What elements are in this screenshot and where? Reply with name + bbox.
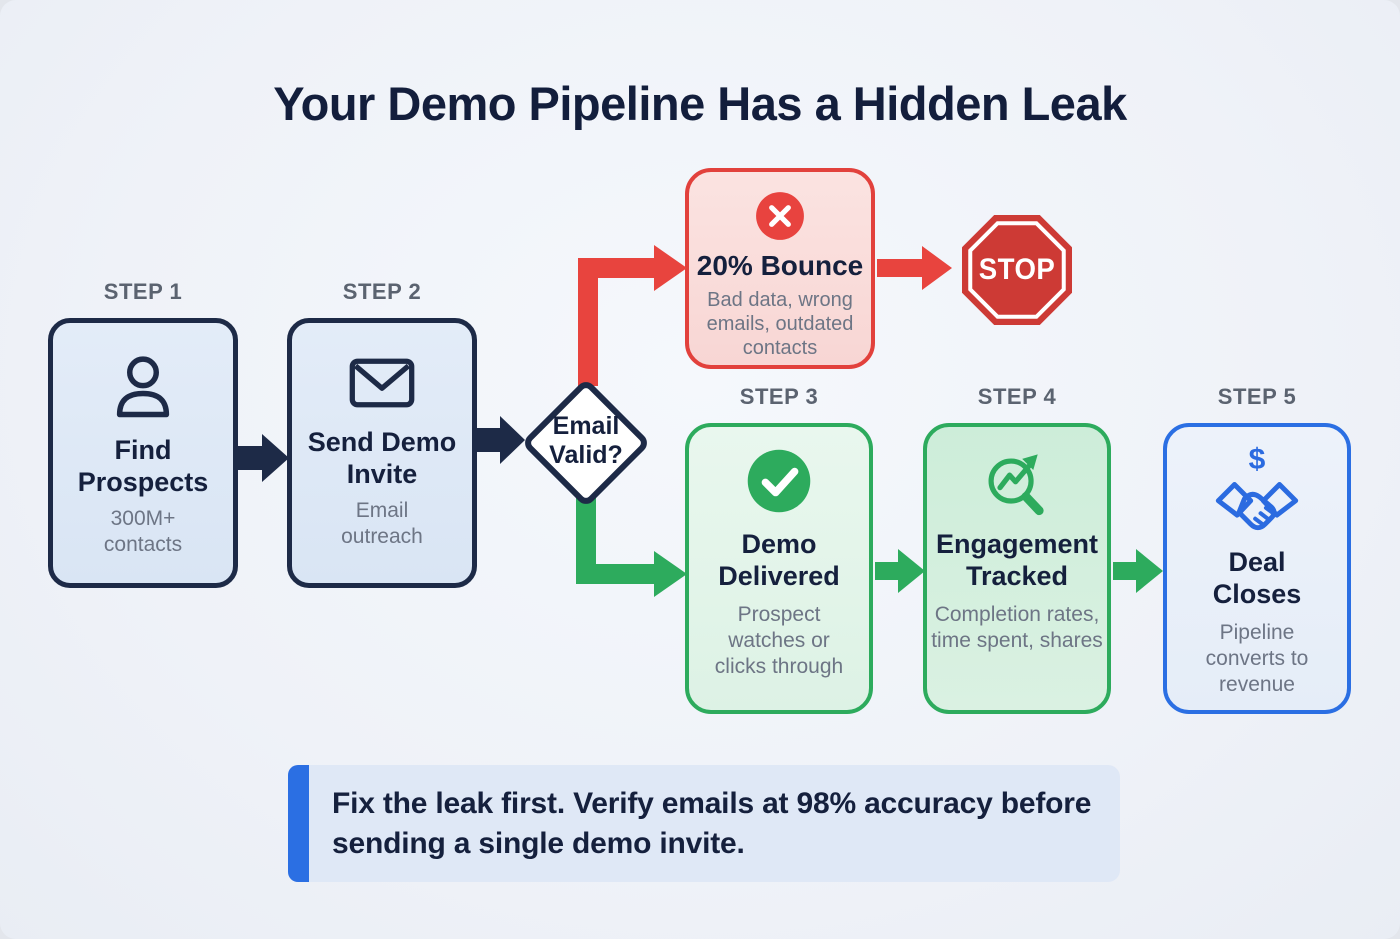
stop-label: STOP (978, 253, 1056, 286)
person-icon (104, 349, 182, 427)
bounce-heading: 20% Bounce (696, 250, 864, 281)
step5-sub: Pipeline converts to revenue (1205, 621, 1309, 697)
arrow-step4-step5 (1113, 549, 1163, 593)
callout-accent-bar (288, 765, 309, 882)
check-circle-icon (745, 447, 813, 515)
arrow-step1-step2 (238, 434, 289, 482)
step2-box: Send Demo Invite Email outreach (287, 318, 477, 588)
arrow-bounce-stop (877, 246, 952, 290)
step3-sub: Prospect watches or clicks through (714, 603, 844, 679)
arrow-decision-bounce (578, 245, 687, 386)
step1-box: Find Prospects 300M+ contacts (48, 318, 238, 588)
arrow-decision-step3 (576, 498, 687, 597)
step3-label: STEP 3 (739, 384, 819, 409)
bounce-sub: Bad data, wrong emails, outdated contact… (706, 288, 854, 359)
arrow-step3-step4 (875, 549, 925, 593)
step4-label: STEP 4 (977, 384, 1057, 409)
step5-label: STEP 5 (1217, 384, 1297, 409)
callout-banner: Fix the leak first. Verify emails at 98%… (288, 765, 1120, 882)
step1-sub: 300M+ contacts (103, 507, 183, 557)
step3-box: Demo Delivered Prospect watches or click… (685, 423, 873, 714)
step1-heading: Find Prospects (77, 435, 209, 497)
envelope-icon (349, 357, 415, 409)
x-circle-icon (754, 190, 806, 242)
step2-label: STEP 2 (342, 279, 422, 304)
step4-sub: Completion rates, time spent, shares (931, 603, 1103, 653)
page-title: Your Demo Pipeline Has a Hidden Leak (273, 77, 1127, 130)
step5-heading: Deal Closes (1212, 547, 1302, 609)
step3-heading: Demo Delivered (718, 529, 840, 591)
magnifier-trend-icon (980, 447, 1054, 521)
step4-box: Engagement Tracked Completion rates, tim… (923, 423, 1111, 714)
handshake-icon (1212, 477, 1302, 537)
step2-heading: Send Demo Invite (307, 427, 457, 489)
step5-box: $ Deal Closes Pipeline converts to reven… (1163, 423, 1351, 714)
decision-question: Email Valid? (549, 412, 623, 469)
step1-label: STEP 1 (103, 279, 183, 304)
step2-sub: Email outreach (341, 499, 423, 549)
callout-text: Fix the leak first. Verify emails at 98%… (332, 786, 1092, 860)
bounce-box: 20% Bounce Bad data, wrong emails, outda… (685, 168, 875, 369)
dollar-sign: $ (1248, 443, 1266, 476)
stop-sign-icon (962, 215, 1072, 325)
step4-heading: Engagement Tracked (935, 529, 1099, 591)
